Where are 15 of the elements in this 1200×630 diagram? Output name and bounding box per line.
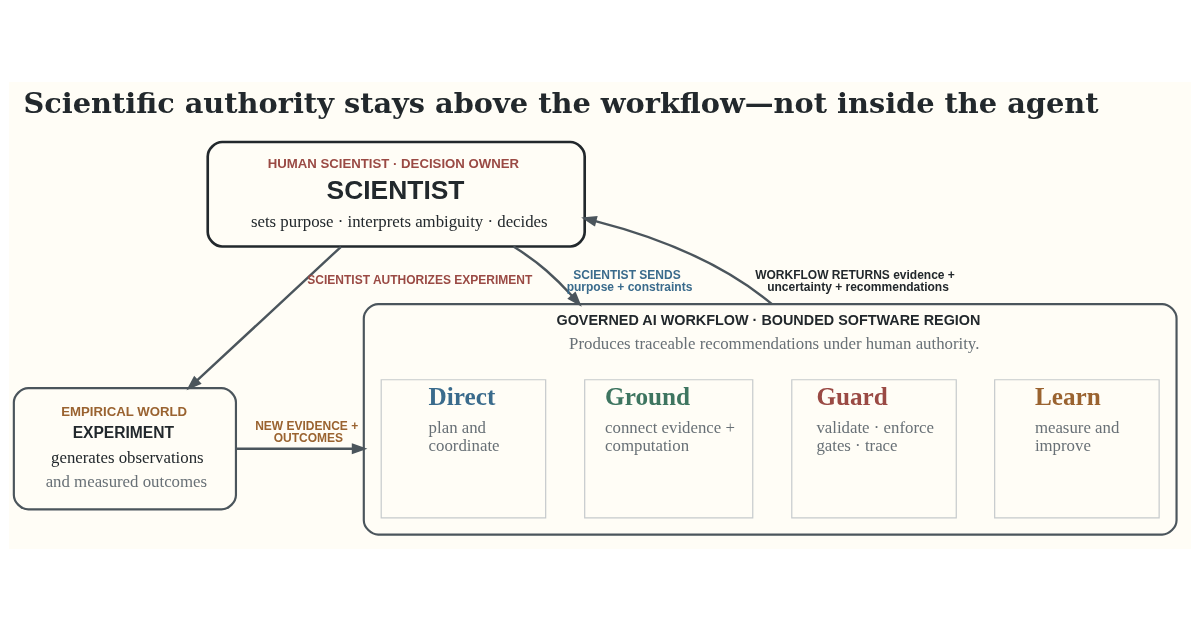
node-box: Ground connect evidence + computation [584, 378, 754, 518]
edge-label: WORKFLOW RETURNS evidence + uncertainty + recommendations [755, 267, 955, 294]
node-box: EMPIRICAL WORLD EXPERIMENT generates observations and measured outcomes [12, 386, 237, 510]
arrow [512, 245, 582, 307]
edge-label: SCIENTIST AUTHORIZES EXPERIMENT [307, 272, 533, 287]
arrow [581, 215, 773, 305]
node-box: HUMAN SCIENTIST · DECISION OWNER SCIENTIST sets purpose · interprets ambiguity · decides [206, 140, 586, 248]
node-box: Guard validate · enforce gates · trace [791, 378, 957, 518]
diagram-title: Scientific authority stays above the workflow—not inside the agent [23, 85, 1099, 120]
edge-label: SCIENTIST SENDS purpose + constraints [566, 267, 693, 294]
arrow [186, 245, 342, 390]
edge-label: NEW EVIDENCE + OUTCOMES [255, 418, 359, 445]
arrow [236, 442, 368, 454]
node-box: Direct plan and coordinate [380, 378, 547, 518]
node-box: Learn measure and improve [994, 378, 1160, 518]
